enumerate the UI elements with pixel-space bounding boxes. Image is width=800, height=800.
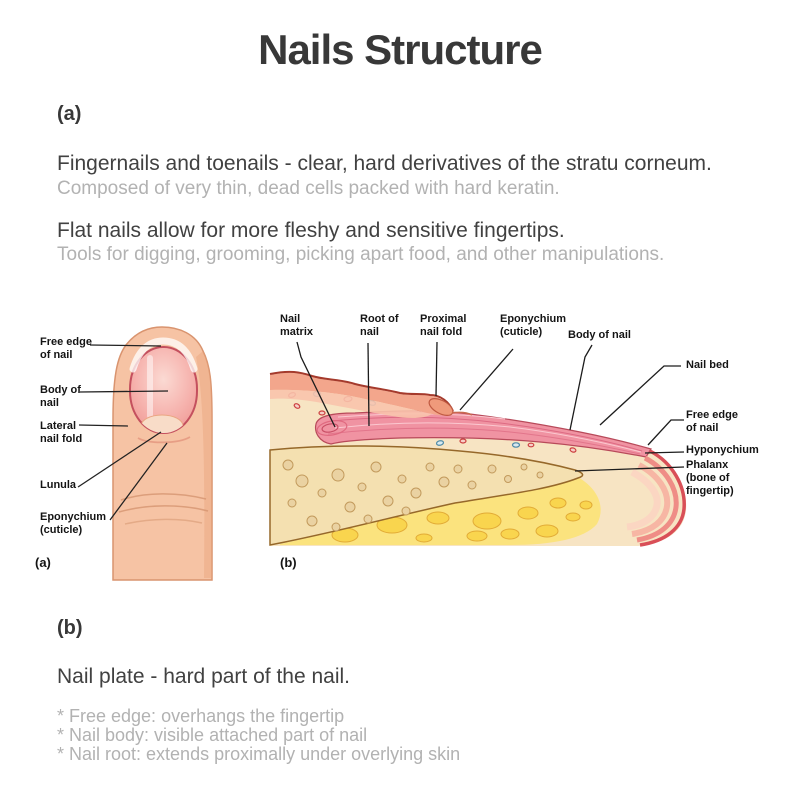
cross-section-view [269, 370, 687, 547]
phalanx-bone [269, 445, 584, 546]
bone-marrow-texture [282, 459, 544, 532]
label-root-of-nail: Root of nail [360, 313, 399, 338]
label-proximal-nail-fold: Proximal nail fold [420, 313, 467, 338]
section-b-paragraph-1: Nail plate - hard part of the nail. [57, 665, 350, 688]
cuticle-tail [451, 411, 473, 416]
label-phalanx: Phalanx (bone of fingertip) [686, 459, 734, 497]
section-a-paragraph-2-sub: Tools for digging, grooming, picking apa… [57, 244, 665, 265]
section-a-paragraph-1: Fingernails and toenails - clear, hard d… [57, 152, 712, 175]
leader-lines-left [77, 344, 169, 521]
nail-matrix-swirl [316, 420, 348, 436]
fingertip-front-view [112, 326, 213, 581]
label-body-of-nail-left: Body of nail [40, 384, 81, 409]
cuticle-arc [137, 436, 191, 444]
section-a-paragraph-1-sub: Composed of very thin, dead cells packed… [57, 178, 560, 199]
section-b-bullet-list: * Free edge: overhangs the fingertip * N… [57, 707, 460, 764]
label-free-edge-left: Free edge of nail [40, 336, 92, 361]
label-nail-bed: Nail bed [686, 359, 729, 371]
bullet-nail-body: * Nail body: visible attached part of na… [57, 725, 368, 745]
label-eponychium-right: Eponychium (cuticle) [500, 313, 567, 338]
epidermis-band [270, 372, 452, 416]
section-a-paragraph-2: Flat nails allow for more fleshy and sen… [57, 219, 565, 242]
section-a-label: (a) [57, 103, 82, 125]
knuckle-creases [118, 493, 209, 525]
nail-highlight [147, 355, 153, 419]
label-hyponychium: Hyponychium [686, 444, 759, 456]
label-body-of-nail-right: Body of nail [568, 329, 631, 341]
fatty-tissue [280, 477, 601, 545]
caption-b: (b) [280, 555, 297, 570]
fat-globules [331, 497, 593, 543]
bullet-free-edge: * Free edge: overhangs the fingertip [57, 706, 345, 726]
page-title: Nails Structure [258, 26, 543, 73]
nail-free-edge [129, 337, 198, 373]
skin-surface-outline [269, 370, 454, 412]
leader-lines-right [296, 341, 685, 472]
label-lunula: Lunula [40, 479, 77, 491]
finger-shading [196, 351, 212, 578]
section-b-label: (b) [57, 617, 83, 639]
label-nail-matrix: Nail matrix [280, 313, 314, 338]
label-eponychium-left: Eponychium (cuticle) [40, 511, 107, 536]
caption-a: (a) [35, 555, 51, 570]
fingertip-skin-layers [626, 449, 686, 547]
label-lateral-nail-fold: Lateral nail fold [40, 420, 83, 445]
label-free-edge-right: Free edge of nail [686, 409, 738, 434]
bullet-nail-root: * Nail root: extends proximally under ov… [57, 744, 461, 764]
diagram-illustration [77, 326, 687, 581]
epidermis-inner-band [270, 389, 432, 419]
